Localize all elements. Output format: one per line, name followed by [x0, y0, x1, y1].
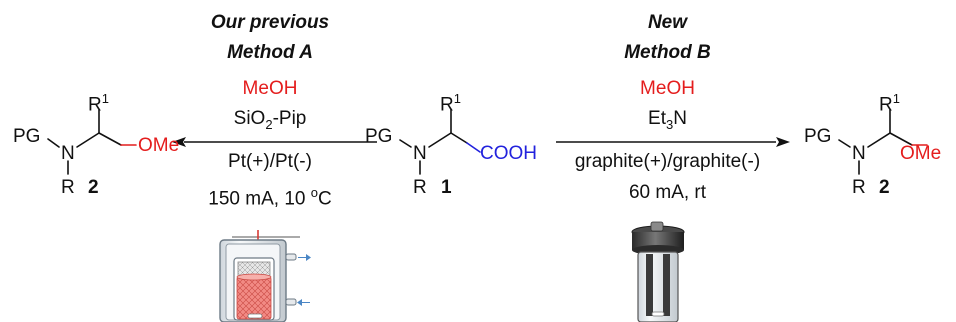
method-a-title-line2: Method A	[227, 42, 313, 63]
method-b-title-line1: New	[647, 12, 688, 33]
left-r-label: R	[61, 177, 75, 198]
left-n-label: N	[61, 143, 75, 164]
left-r1-label: R1	[88, 91, 109, 116]
middle-n-label: N	[413, 143, 427, 164]
middle-pg-label: PG	[365, 126, 393, 147]
method-a-reagent-subscript: 2	[265, 116, 273, 132]
right-compound-number: 2	[879, 177, 890, 198]
right-pg-label: PG	[804, 126, 832, 147]
middle-compound-number: 1	[441, 177, 452, 198]
method-b-current-temp: 60 mA, rt	[628, 182, 707, 203]
method-b-base-subscript: 3	[665, 116, 674, 132]
method-a-solvent: MeOH	[242, 78, 298, 99]
arrow-method-b	[556, 137, 790, 147]
left-r1-superscript: 1	[101, 91, 109, 106]
method-a-electrodes: Pt(+)/Pt(-)	[228, 151, 312, 172]
middle-cooh-label: COOH	[480, 143, 537, 164]
method-b-solvent: MeOH	[640, 78, 695, 99]
middle-reactant-bonds	[399, 109, 481, 175]
left-product-bonds	[47, 109, 137, 175]
right-r1-superscript: 1	[892, 91, 900, 106]
right-ome-label: OMe	[900, 143, 942, 164]
method-a-reagent: SiO2-Pip	[233, 108, 307, 132]
left-compound-number: 2	[88, 177, 99, 198]
undivided-cell-icon	[631, 221, 685, 322]
right-n-label: N	[852, 143, 866, 164]
method-b-electrodes: graphite(+)/graphite(-)	[574, 151, 761, 172]
middle-r1-label: R1	[440, 91, 461, 116]
method-a-degree-sign: o	[310, 185, 318, 200]
middle-r1-superscript: 1	[453, 91, 461, 106]
middle-r-label: R	[413, 177, 427, 198]
left-pg-label: PG	[13, 126, 41, 147]
method-b-base: Et3N	[648, 108, 687, 132]
right-product-bonds	[838, 109, 928, 175]
method-b-title-line2: Method B	[624, 42, 711, 63]
right-r-label: R	[852, 177, 866, 198]
jacketed-cell-icon	[219, 230, 311, 322]
arrow-method-a	[172, 137, 377, 147]
method-a-title-line1: Our previous	[210, 12, 330, 33]
method-a-current-temp: 150 mA, 10 oC	[208, 185, 332, 210]
left-ome-label: OMe	[138, 135, 180, 156]
right-r1-label: R1	[879, 91, 900, 116]
